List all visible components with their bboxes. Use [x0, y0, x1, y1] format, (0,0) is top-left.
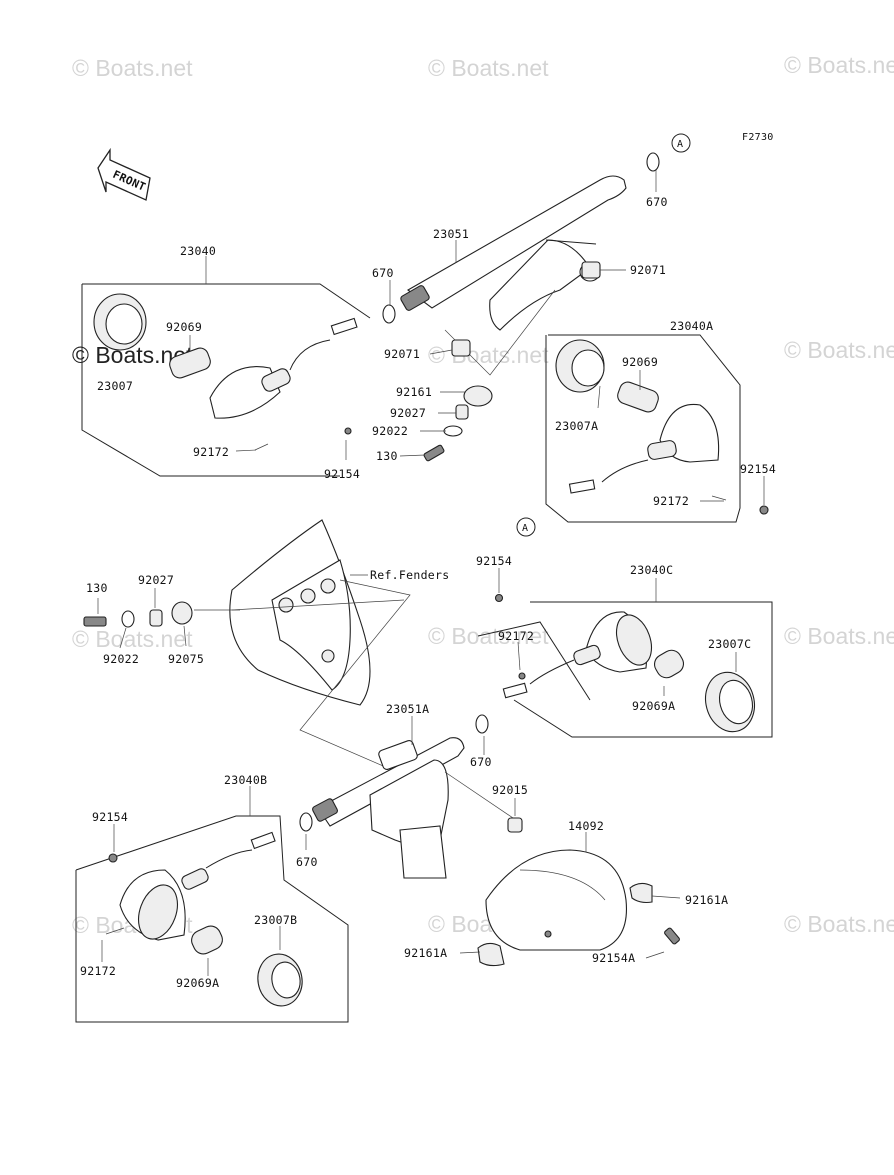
- part-label: 92022: [372, 424, 408, 438]
- signal-light-23040: [93, 293, 358, 451]
- part-label: 92154: [324, 467, 360, 481]
- watermark-group: © Boats.net © Boats.net © Boats.net © Bo…: [72, 52, 894, 938]
- part-label: 92022: [103, 652, 139, 666]
- part-label: 92069A: [632, 699, 675, 713]
- reference-lines: [231, 579, 411, 776]
- signal-light-23040c: [494, 593, 755, 733]
- part-label: 670: [646, 195, 668, 209]
- group-23040a-frame: [545, 334, 741, 523]
- part-label: 23051A: [386, 702, 429, 716]
- callout-a-top: A: [671, 133, 691, 153]
- part-labels: 23040 23051 670 670 92071 92071 92069 23…: [80, 195, 776, 990]
- part-label: 23007C: [708, 637, 751, 651]
- part-label: 130: [376, 449, 398, 463]
- part-label: 670: [470, 755, 492, 769]
- part-label: 92154A: [592, 951, 635, 965]
- watermark: © Boats.net: [428, 342, 549, 368]
- fender-reference: [229, 519, 371, 706]
- watermark: © Boats.net: [784, 337, 894, 363]
- part-label: 92027: [138, 573, 174, 587]
- watermark: © Boats.net: [784, 911, 894, 937]
- part-label: 23040C: [630, 563, 673, 577]
- part-label: 23040: [180, 244, 216, 258]
- bracket-23051a: [299, 714, 517, 879]
- grommet-92071: [451, 261, 601, 357]
- watermark: © Boats.net: [428, 623, 549, 649]
- small-parts-stack: [423, 385, 493, 462]
- part-label: 92172: [193, 445, 229, 459]
- part-label: 92071: [630, 263, 666, 277]
- group-23040b-frame: [75, 815, 349, 1023]
- group-23040c-frame: [477, 601, 773, 738]
- watermark: © Boats.net: [784, 52, 894, 78]
- fender-reference-label: Ref.Fenders: [370, 568, 449, 582]
- mount-small-parts: [83, 601, 240, 628]
- part-label: 23007B: [254, 913, 297, 927]
- leader-lines: [97, 170, 765, 976]
- cover-14092: [477, 849, 680, 967]
- part-label: 92154: [92, 810, 128, 824]
- diagram-code: F2730: [742, 132, 774, 143]
- part-label: 92172: [80, 964, 116, 978]
- part-label: 92161A: [404, 946, 447, 960]
- part-label: 23040A: [670, 319, 713, 333]
- svg-text:A: A: [677, 139, 683, 150]
- part-label: 92172: [653, 494, 689, 508]
- part-label: 92069: [166, 320, 202, 334]
- watermark: © Boats.net: [784, 623, 894, 649]
- part-label: 92069: [622, 355, 658, 369]
- part-label: 14092: [568, 819, 604, 833]
- part-label: 92154: [476, 554, 512, 568]
- watermark: © Boats.net: [72, 55, 193, 81]
- svg-text:A: A: [522, 523, 528, 534]
- part-label: 670: [372, 266, 394, 280]
- signal-light-23040b: [105, 831, 303, 1007]
- part-label: 23040B: [224, 773, 267, 787]
- front-arrow-icon: FRONT: [97, 147, 151, 201]
- callout-a-bottom: A: [516, 517, 536, 537]
- part-label: 92027: [390, 406, 426, 420]
- signal-light-23040a: [555, 339, 769, 515]
- part-label: 92015: [492, 783, 528, 797]
- part-label: 23007A: [555, 419, 598, 433]
- group-23040-frame: [81, 283, 371, 477]
- part-label: 23051: [433, 227, 469, 241]
- part-label: 92161A: [685, 893, 728, 907]
- part-label: 92069A: [176, 976, 219, 990]
- part-label: 23007: [97, 379, 133, 393]
- part-label: 92172: [498, 629, 534, 643]
- part-label: 670: [296, 855, 318, 869]
- part-label: 130: [86, 581, 108, 595]
- part-label: 92071: [384, 347, 420, 361]
- part-label: 92075: [168, 652, 204, 666]
- part-label: 92161: [396, 385, 432, 399]
- watermark: © Boats.net: [428, 55, 549, 81]
- watermark: © Boats.net: [72, 626, 193, 652]
- clip-92015: [507, 817, 523, 833]
- part-label: 92154: [740, 462, 776, 476]
